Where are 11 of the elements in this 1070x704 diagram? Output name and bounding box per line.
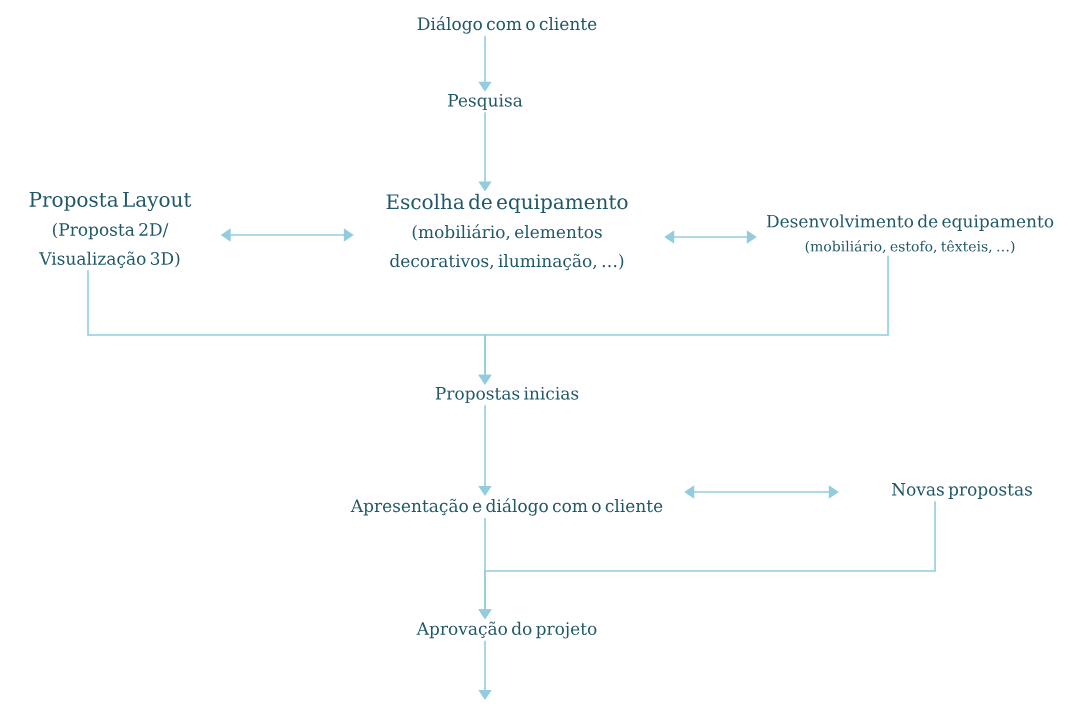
arrow <box>664 230 757 244</box>
step-label: Apresentação e diálogo com o cliente <box>350 498 663 516</box>
step-label: Aprovação do projeto <box>416 621 597 639</box>
step-label: Diálogo com o cliente <box>417 16 597 34</box>
step-label: Proposta Layout (Proposta 2D/ Visualização 3D) <box>29 192 192 268</box>
step-label: Pesquisa <box>448 93 523 110</box>
step-label: Novas propostas <box>892 483 1032 499</box>
step-label: Propostas inicias <box>435 387 579 403</box>
step-label: Desenvolvimento de equipamento (mobiliário, estofo, têxteis, …) <box>766 214 1054 254</box>
arrow <box>684 485 839 499</box>
step-label: Escolha de equipamento (mobiliário, elementos decorativos, iluminação, …) <box>386 193 628 271</box>
